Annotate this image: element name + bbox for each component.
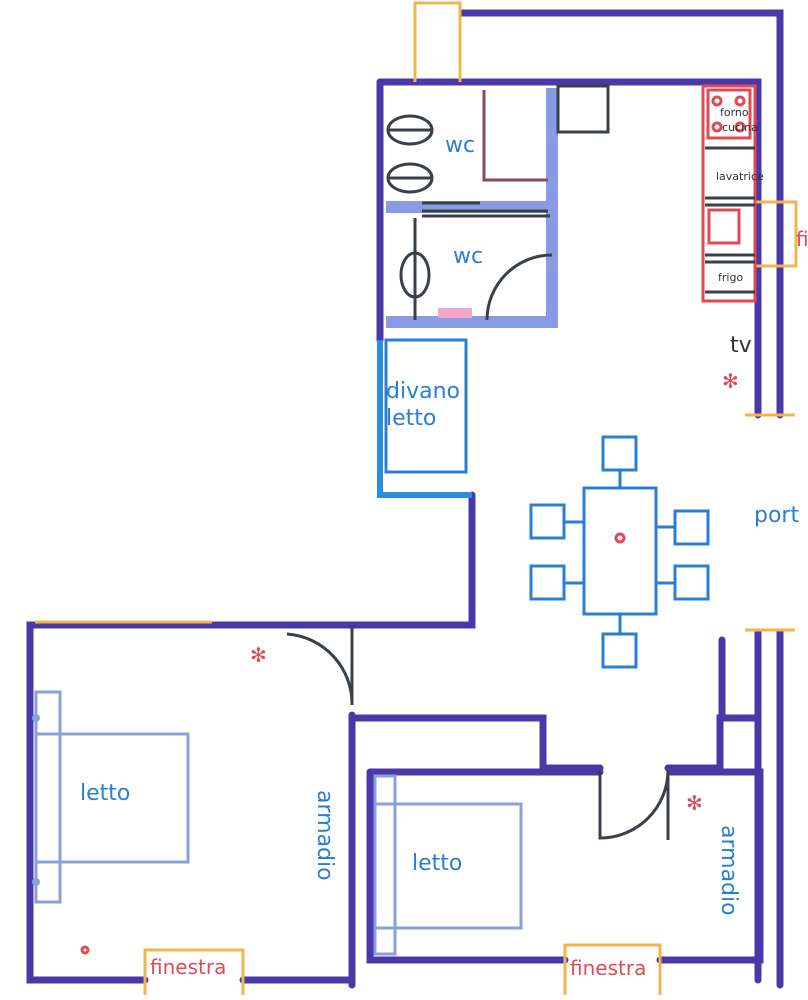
sofa-label: letto (386, 406, 436, 431)
bed-left (32, 690, 190, 904)
window-label: finestra (570, 956, 646, 980)
sofa-bed (384, 338, 468, 474)
sink-icon (707, 208, 741, 245)
bed-right (373, 774, 523, 956)
forno-label: forno (720, 106, 749, 119)
bathroom-walls (386, 84, 610, 328)
wardrobe-label: armadio (716, 825, 741, 916)
door-swing[interactable] (485, 253, 553, 321)
ac-icon: ✻ (722, 369, 739, 393)
door-swing[interactable] (598, 769, 670, 840)
cabinet (556, 84, 610, 134)
door-label: port (754, 503, 799, 528)
window-label: finestra (150, 955, 226, 979)
cucina-label: cucina (722, 121, 758, 134)
door-swing[interactable] (286, 628, 354, 706)
window-label: fi (796, 227, 808, 251)
ac-icon: ✻ (250, 643, 267, 667)
room-label: wc (445, 133, 475, 158)
sofa-wall (377, 340, 472, 498)
kitchen (701, 84, 757, 303)
sink (438, 308, 472, 318)
bidet-icon (386, 162, 434, 194)
bed-label: letto (80, 781, 130, 806)
lavatrice-label: lavatrice (716, 170, 764, 183)
sofa-label: divano (386, 379, 460, 404)
room-label: wc (453, 244, 483, 269)
ac-icon: ✻ (686, 791, 703, 815)
windows (35, 1, 798, 995)
dining-table (529, 435, 710, 669)
walls (26, 9, 784, 989)
bed-label: letto (412, 851, 462, 876)
tv-label: tv (730, 333, 752, 358)
frigo-label: frigo (718, 271, 743, 284)
wardrobe-label: armadio (312, 790, 337, 881)
